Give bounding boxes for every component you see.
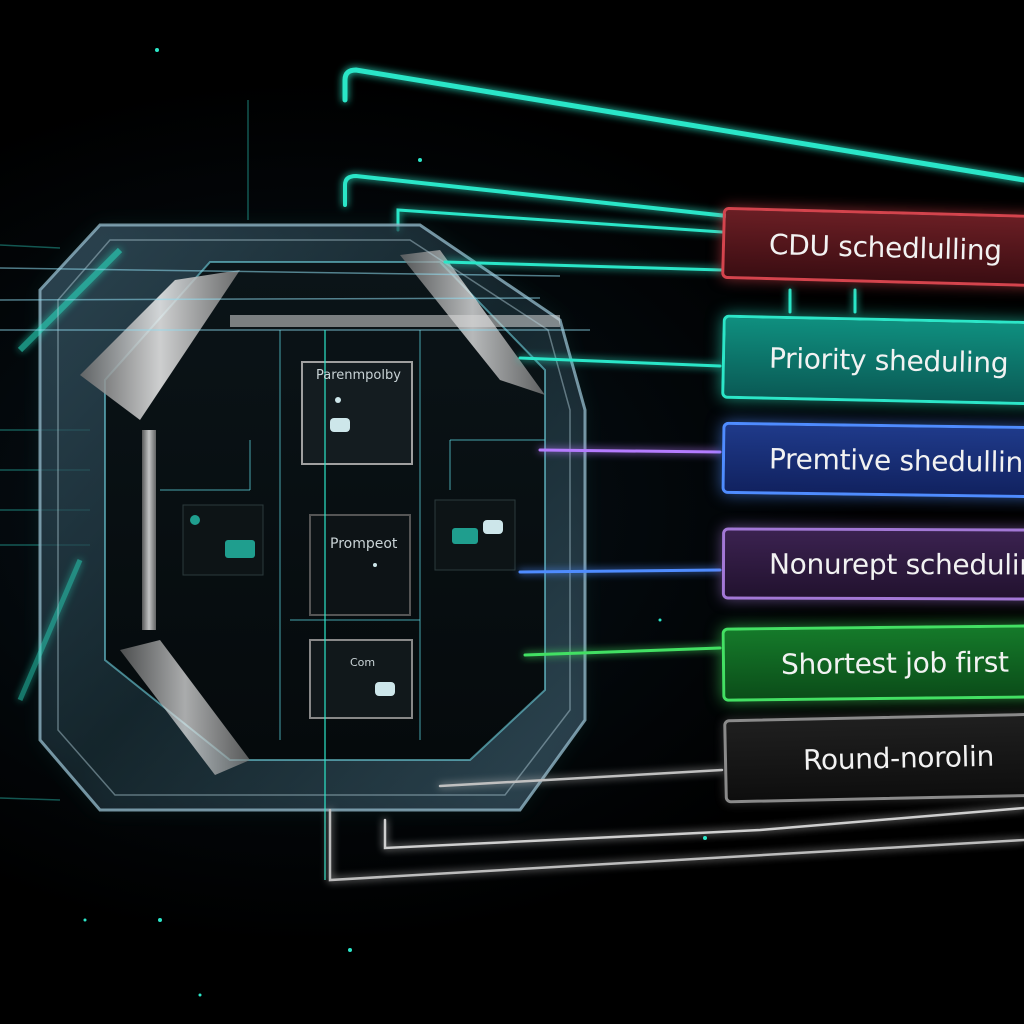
label-cpu-scheduling-text: CDU schedlulling	[768, 227, 1003, 267]
label-shortest-job-first-text: Shortest job first	[780, 645, 1009, 681]
processor-chip	[0, 223, 590, 880]
label-round-robin-text: Round-norolin	[802, 739, 995, 777]
chip-panel-bottom-label: Com	[350, 656, 376, 669]
chip-panel-top-label: Parenmpolby	[316, 368, 401, 383]
chip-panel-mid-label: Prompeot	[330, 536, 398, 552]
label-round-robin: Round-norolin	[723, 712, 1024, 804]
label-shortest-job-first: Shortest job first	[721, 624, 1024, 702]
label-nonpreemptive-scheduling-text: Nonurept scheduling	[768, 547, 1024, 582]
label-cpu-scheduling: CDU schedlulling	[721, 206, 1024, 288]
top-bracket-lines	[342, 67, 1024, 314]
label-preemptive-scheduling-text: Premtive shedulling	[768, 441, 1024, 479]
label-priority-scheduling: Priority sheduling	[721, 314, 1024, 406]
connector-lines	[328, 260, 1024, 882]
label-nonpreemptive-scheduling: Nonurept scheduling	[721, 527, 1024, 601]
label-priority-scheduling-text: Priority sheduling	[768, 341, 1009, 380]
label-preemptive-scheduling: Premtive shedulling	[721, 421, 1024, 499]
